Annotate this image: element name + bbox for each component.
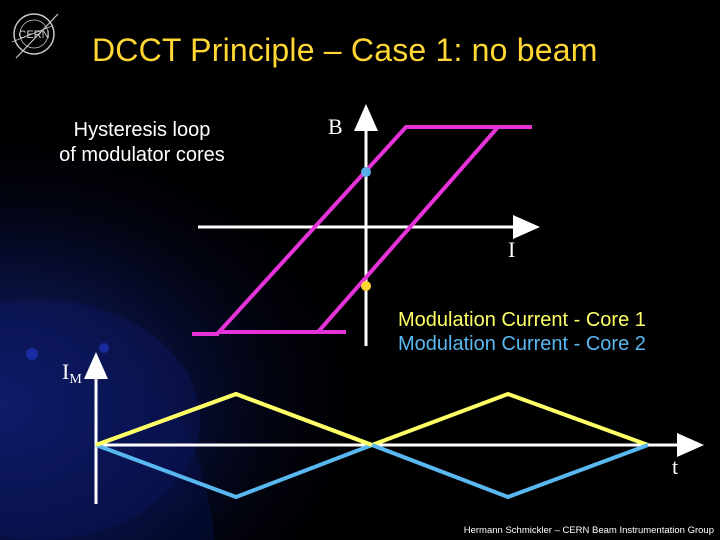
footer: Hermann Schmickler – CERN Beam Instrumen… <box>463 525 714 536</box>
modulation-y-label: IM <box>62 359 82 387</box>
core2-operating-point <box>361 281 371 291</box>
hysteresis-y-label: B <box>328 114 343 139</box>
legend-core2: Modulation Current - Core 2 <box>398 333 646 355</box>
hysteresis-x-label: I <box>508 237 515 262</box>
modulation-x-label: t <box>672 454 678 479</box>
legend: Modulation Current - Core 1 Modulation C… <box>398 308 646 356</box>
logo-text: CERN <box>18 29 49 41</box>
modulation-waveform-core1-overlay <box>95 391 373 447</box>
modulation-waveform-core2 <box>95 442 649 500</box>
hysteresis-caption: Hysteresis loop of modulator cores <box>30 118 254 168</box>
modulation-waveform-core1 <box>95 391 649 448</box>
core1-operating-point <box>361 167 371 177</box>
legend-core1: Modulation Current - Core 1 <box>398 309 646 331</box>
slide-title: DCCT Principle – Case 1: no beam <box>92 32 598 68</box>
caption-line-2: of modulator cores <box>59 144 225 166</box>
cern-logo: CERN <box>11 13 59 59</box>
hysteresis-loop-right-branch <box>316 125 500 334</box>
caption-line-1: Hysteresis loop <box>73 119 211 141</box>
hysteresis-loop <box>214 125 532 334</box>
